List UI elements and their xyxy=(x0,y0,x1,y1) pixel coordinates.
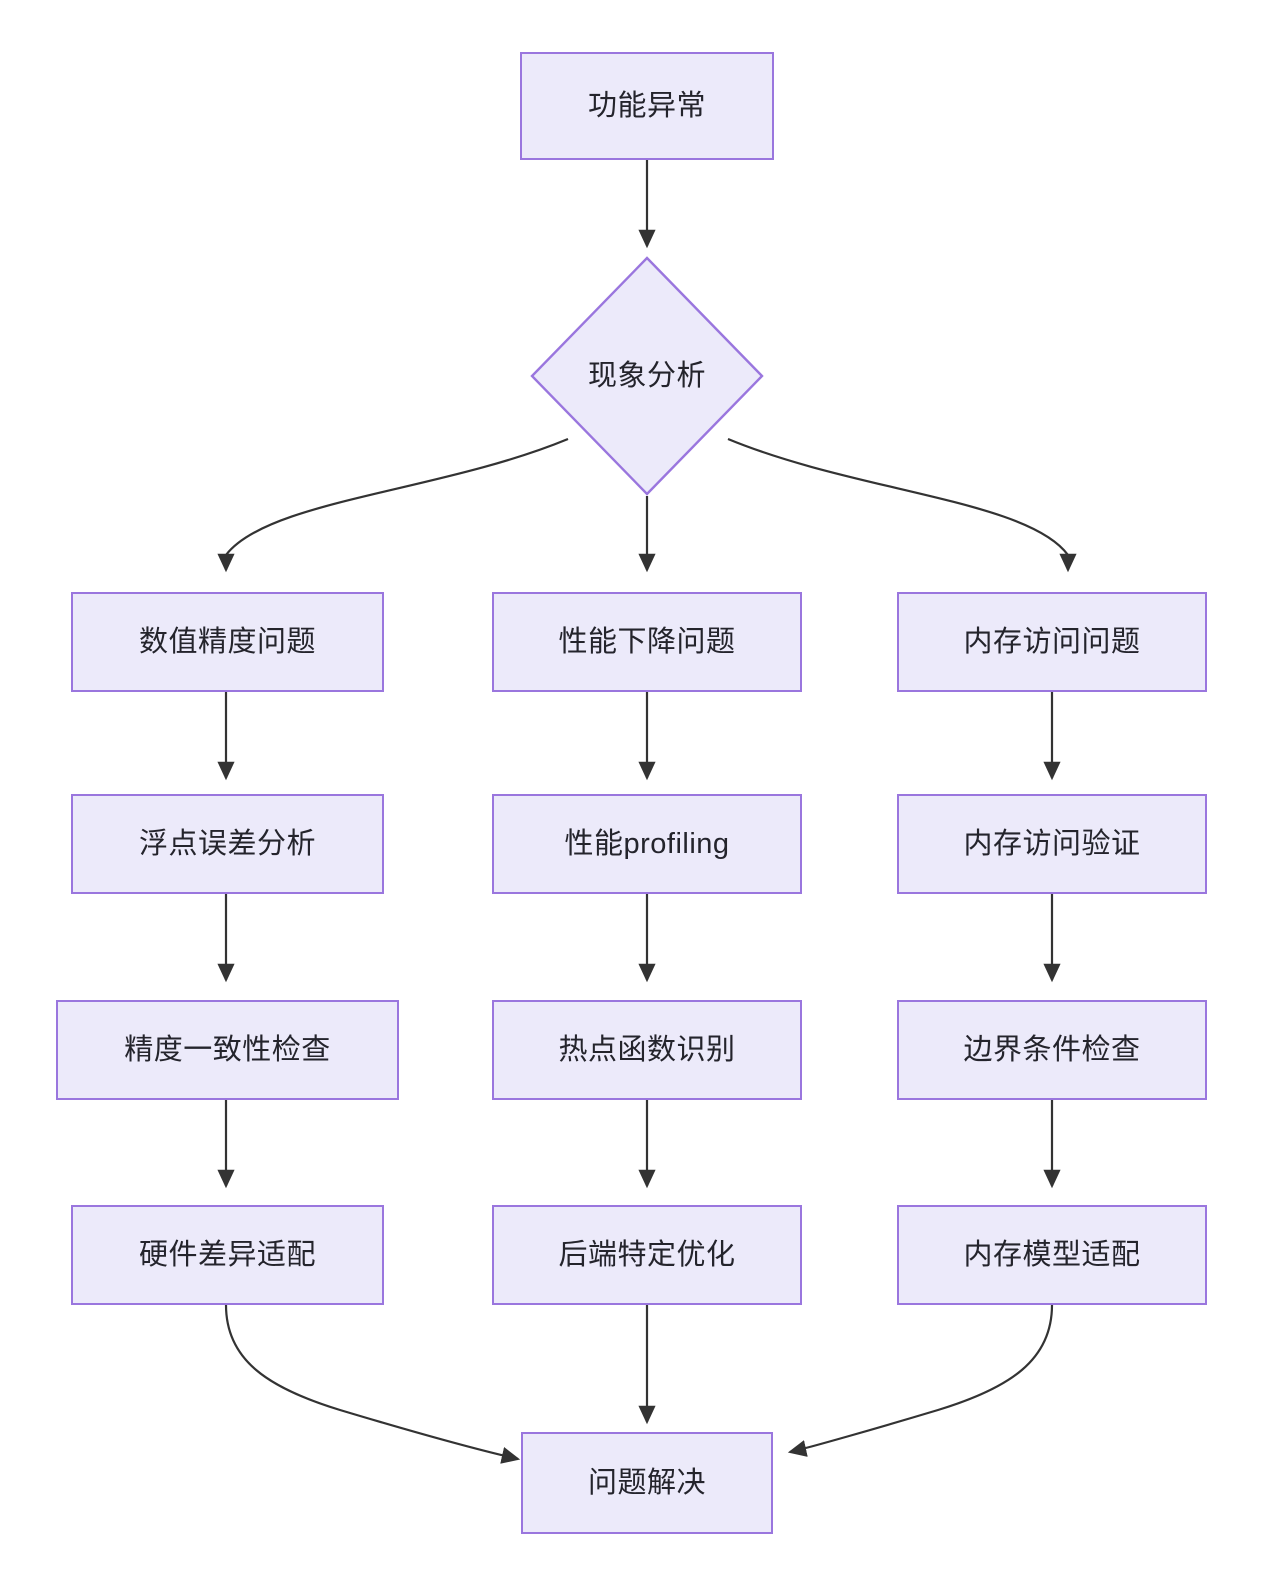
node-label: 热点函数识别 xyxy=(558,1033,736,1066)
node-label: 内存模型适配 xyxy=(963,1238,1141,1271)
node-label: 内存访问问题 xyxy=(963,625,1141,658)
node-label: 数值精度问题 xyxy=(138,625,316,658)
node-functional-anomaly[interactable]: 功能异常 xyxy=(520,52,774,160)
node-label: 性能profiling xyxy=(564,827,730,860)
node-label: 边界条件检查 xyxy=(963,1033,1141,1066)
node-performance-profiling[interactable]: 性能profiling xyxy=(492,794,802,894)
edge-decision-to-numeric-precision xyxy=(217,437,569,573)
node-label: 功能异常 xyxy=(587,89,706,122)
node-label: 内存访问验证 xyxy=(963,827,1141,860)
node-numeric-precision-issue[interactable]: 数值精度问题 xyxy=(71,592,384,692)
node-label: 浮点误差分析 xyxy=(138,827,316,860)
node-label: 精度一致性检查 xyxy=(124,1033,331,1066)
node-hotspot-function-identification[interactable]: 热点函数识别 xyxy=(492,1000,802,1100)
edge-memory-model-to-resolved xyxy=(787,1304,1054,1457)
node-label: 硬件差异适配 xyxy=(138,1238,316,1271)
node-performance-drop-issue[interactable]: 性能下降问题 xyxy=(492,592,802,692)
node-memory-access-issue[interactable]: 内存访问问题 xyxy=(897,592,1207,692)
node-float-error-analysis[interactable]: 浮点误差分析 xyxy=(71,794,384,894)
node-memory-model-adaptation[interactable]: 内存模型适配 xyxy=(897,1205,1207,1305)
node-hardware-difference-adaptation[interactable]: 硬件差异适配 xyxy=(71,1205,384,1305)
node-boundary-condition-check[interactable]: 边界条件检查 xyxy=(897,1000,1207,1100)
node-label: 问题解决 xyxy=(587,1466,706,1499)
edge-decision-to-memory-access xyxy=(727,437,1077,573)
edge-hardware-adapt-to-resolved xyxy=(224,1304,521,1464)
node-label: 性能下降问题 xyxy=(558,625,736,658)
node-precision-consistency-check[interactable]: 精度一致性检查 xyxy=(56,1000,399,1100)
node-label: 后端特定优化 xyxy=(558,1238,736,1271)
node-memory-access-verification[interactable]: 内存访问验证 xyxy=(897,794,1207,894)
node-problem-resolved[interactable]: 问题解决 xyxy=(521,1432,773,1534)
node-backend-specific-optimization[interactable]: 后端特定优化 xyxy=(492,1205,802,1305)
node-label: 现象分析 xyxy=(587,359,706,392)
node-phenomenon-analysis[interactable]: 现象分析 xyxy=(530,256,764,496)
diamond-shape-icon xyxy=(530,256,764,496)
